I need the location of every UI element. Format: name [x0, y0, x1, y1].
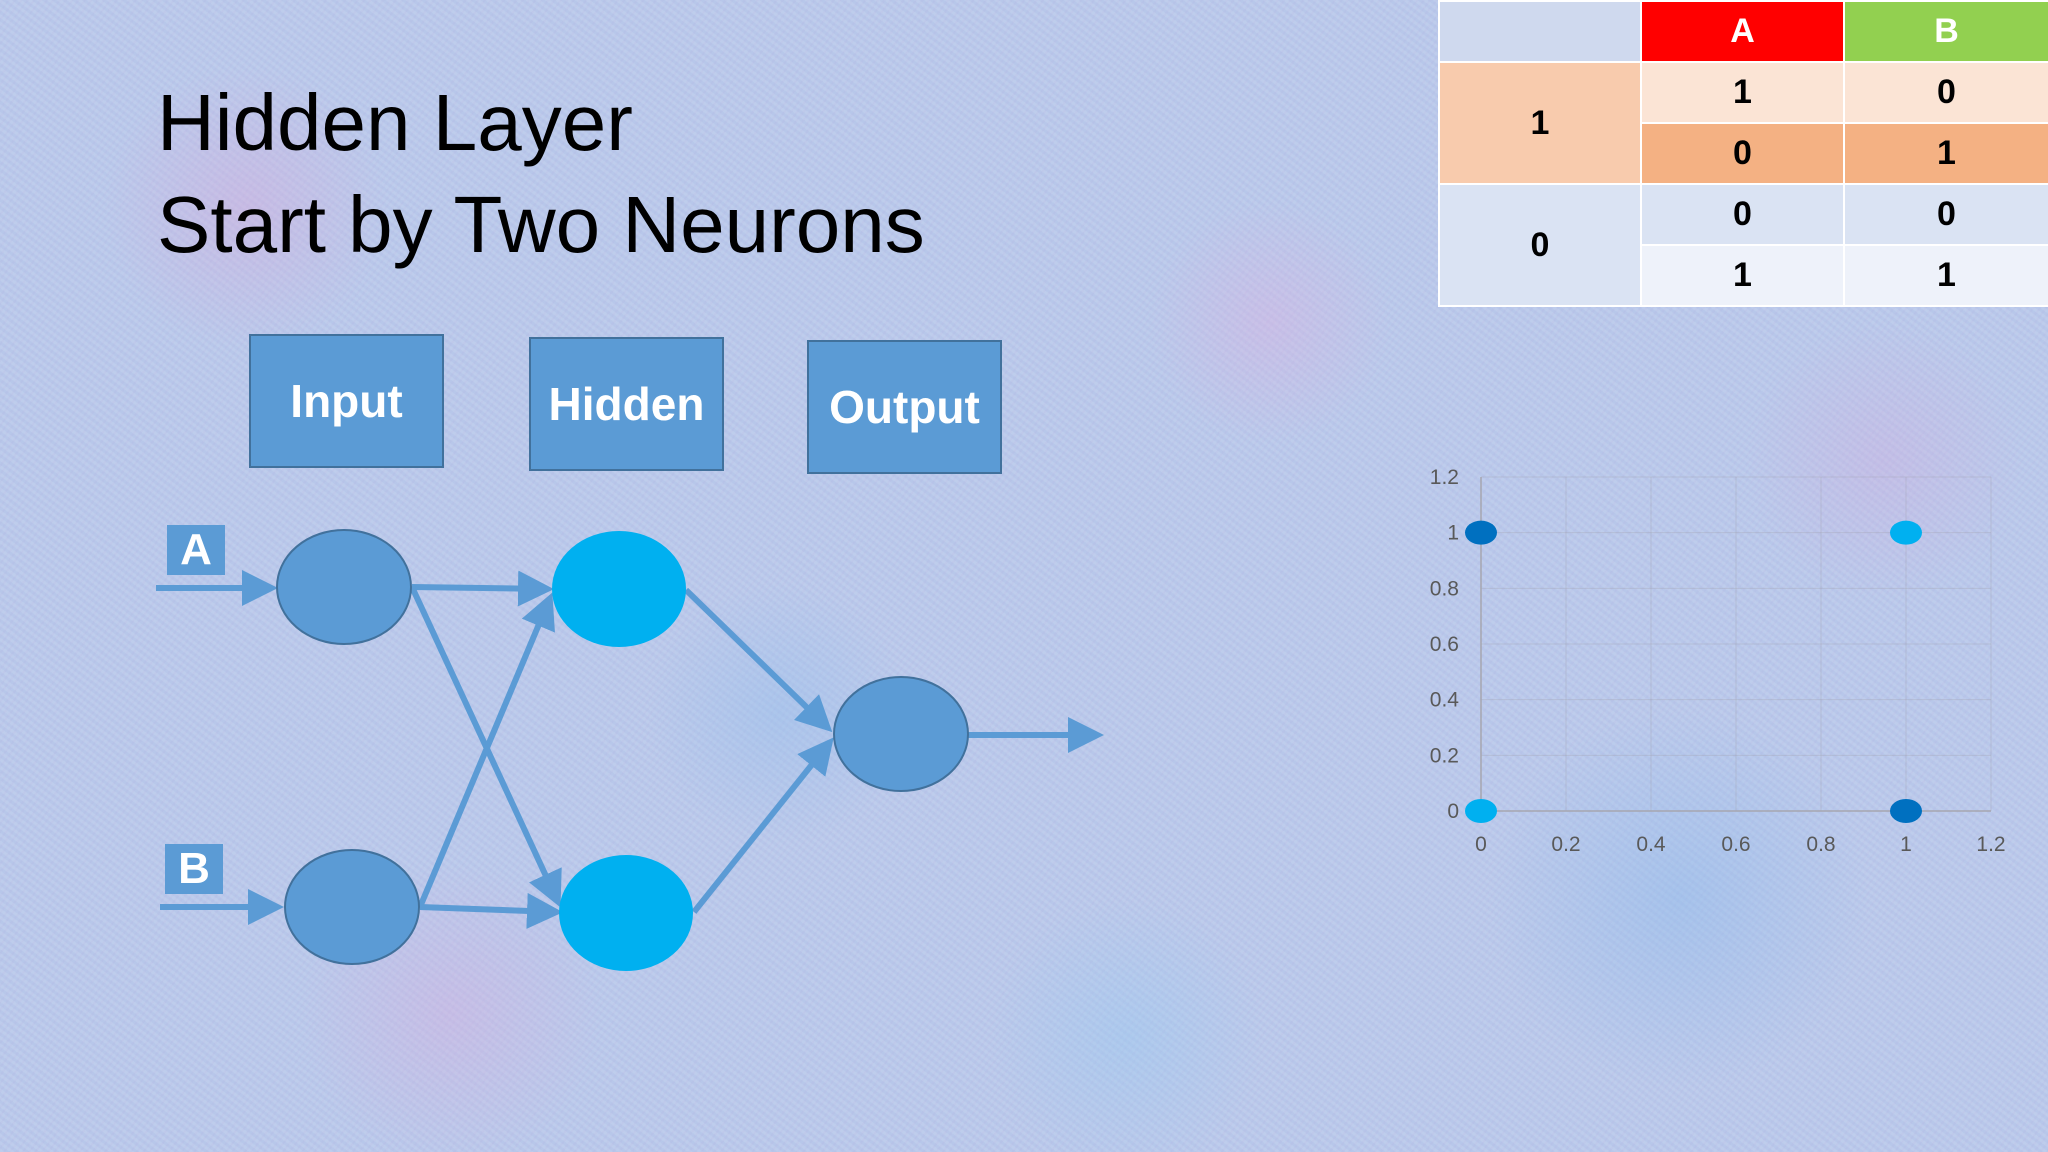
table-cell: 1 [1640, 61, 1845, 124]
y-tick-label: 1.2 [1430, 466, 1459, 489]
group-label: 1 [1438, 61, 1642, 185]
edge-b-h1 [417, 592, 555, 909]
edge-b-h2 [419, 892, 563, 929]
table-cell: 1 [1843, 122, 2048, 185]
hidden-layer-label: Hidden [529, 337, 724, 471]
table-header-row: A B [1438, 0, 2048, 63]
x-tick-label: 0.6 [1721, 833, 1750, 856]
x-tick-label: 0 [1475, 833, 1487, 856]
x-tick-label: 0.2 [1551, 833, 1580, 856]
y-tick-label: 0.4 [1430, 689, 1460, 712]
group-label: 0 [1438, 183, 1642, 307]
table-row: 0 0 0 [1438, 183, 2048, 307]
data-point [1890, 799, 1922, 823]
input-b-label: B [165, 844, 223, 894]
input-layer-label: Input [249, 334, 444, 468]
input-a-label: A [167, 525, 225, 575]
data-point [1465, 799, 1497, 823]
output-layer-label: Output [807, 340, 1002, 474]
input-neuron-a [276, 529, 412, 645]
table-header-empty [1438, 0, 1642, 63]
output-neuron [833, 676, 969, 792]
title-line-1: Hidden Layer [157, 78, 633, 167]
edge-a-h2 [409, 585, 562, 908]
y-tick-label: 0.6 [1430, 633, 1459, 656]
table-row: 0 1 [1439, 122, 2048, 185]
table-row: 1 1 0 [1438, 61, 2048, 185]
x-tick-label: 0.4 [1636, 833, 1666, 856]
x-tick-label: 1 [1900, 833, 1912, 856]
y-tick-label: 0 [1447, 800, 1459, 823]
table-header-a: A [1640, 0, 1845, 63]
x-tick-label: 1.2 [1976, 833, 2005, 856]
edge-a-h1 [411, 570, 554, 607]
y-tick-label: 1 [1447, 522, 1459, 545]
table-cell: 0 [1843, 61, 2048, 124]
hidden-neuron-1 [552, 531, 686, 647]
table-cell: 0 [1843, 183, 2048, 246]
y-tick-label: 0.8 [1430, 577, 1459, 600]
x-tick-label: 0.8 [1806, 833, 1835, 856]
edge-h1-out [683, 587, 833, 733]
table-cell: 0 [1640, 122, 1845, 185]
hidden-neuron-2 [559, 855, 693, 971]
table-cell: 0 [1640, 183, 1845, 246]
edge-h2-out [691, 737, 834, 914]
table-cell: 1 [1640, 244, 1845, 307]
slide-title: Hidden Layer Start by Two Neurons [157, 72, 925, 276]
table-cell: 1 [1843, 244, 2048, 307]
data-point [1890, 520, 1922, 545]
title-line-2: Start by Two Neurons [157, 180, 925, 269]
y-tick-label: 0.2 [1430, 744, 1459, 767]
input-neuron-b [284, 849, 420, 965]
truth-table: A B 1 1 0 0 1 0 0 0 1 1 [1438, 0, 2048, 307]
data-point [1465, 520, 1497, 545]
table-header-b: B [1843, 0, 2048, 63]
table-row: 1 1 [1439, 244, 2048, 307]
scatter-chart: 0 0.2 0.4 0.6 0.8 1 1.2 0 0.2 0.4 0.6 0.8 1 1.2 [1430, 466, 2006, 856]
